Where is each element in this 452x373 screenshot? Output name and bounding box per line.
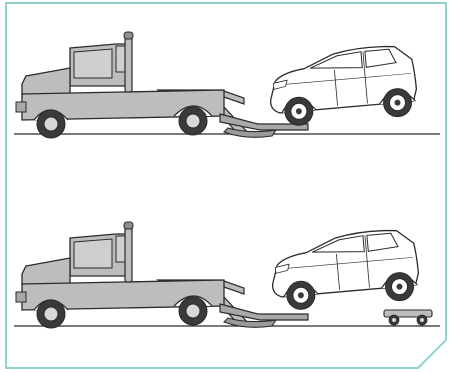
top-towed-suv [267, 44, 419, 128]
top-tow-truck [16, 32, 308, 138]
bottom-tow-truck [16, 222, 308, 328]
bottom-panel [14, 222, 440, 328]
top-panel [14, 32, 440, 138]
bottom-towed-suv [269, 228, 421, 312]
tow-dolly [384, 310, 432, 325]
